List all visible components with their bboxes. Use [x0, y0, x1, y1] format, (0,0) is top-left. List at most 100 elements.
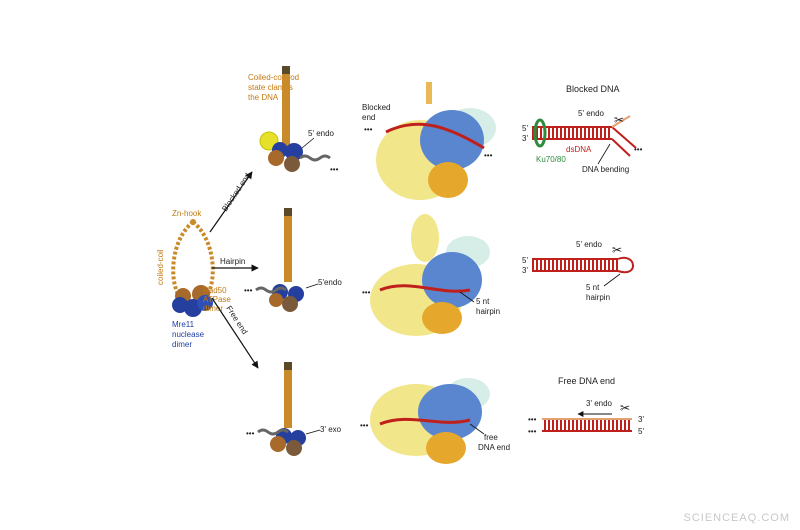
coiled-coil-rod	[284, 364, 292, 428]
dsdna-rungs	[532, 260, 618, 270]
pointer-line	[603, 273, 621, 287]
free-end-arrow	[211, 297, 259, 369]
free-dna-end-title: Free DNA end	[558, 376, 615, 386]
five-prime-endo-label: 5' endo	[578, 109, 605, 118]
rad50-head	[269, 293, 283, 307]
pointer-line	[469, 423, 485, 435]
coiled-coil-rod	[282, 68, 290, 148]
blocked-dna-title: Blocked DNA	[566, 84, 620, 94]
blocked-end-label: Blocked end	[362, 103, 393, 122]
ellipsis: •••	[484, 151, 493, 160]
ellipsis: •••	[364, 125, 373, 134]
three-prime-exo-label: 3' exo	[320, 425, 342, 434]
coiled-coil-loop	[171, 220, 215, 302]
ellipsis: •••	[634, 145, 643, 154]
dna-bending-label: DNA bending	[582, 165, 629, 174]
rad50-head	[270, 436, 286, 452]
coil-top	[426, 82, 432, 104]
five-prime-label: 5'	[638, 427, 644, 436]
rad50-head	[284, 156, 300, 172]
zn-hook-icon	[190, 219, 196, 225]
dsdna-label: dsDNA	[566, 145, 592, 154]
dsdna-top-strand	[542, 418, 632, 420]
cryoem-surface-blue	[422, 252, 482, 308]
cryoem-surface-orange	[428, 162, 468, 198]
pointer-line	[305, 429, 321, 435]
dsdna-top-strand	[532, 126, 612, 128]
five-prime-label: 5'	[522, 124, 528, 133]
dna-strand	[385, 122, 485, 150]
zn-hook-label: Zn-hook	[172, 209, 202, 218]
ellipsis: •••	[246, 429, 255, 438]
pointer-line	[301, 137, 315, 149]
ku70-80-ring	[533, 118, 547, 148]
ellipsis: •••	[528, 427, 537, 436]
mre11-label: Mre11 nuclease dimer	[172, 320, 206, 349]
cryoem-structure-hairpin: ••• 5 nt hairpin	[362, 214, 500, 336]
hairpin-loop	[617, 256, 634, 274]
dsdna-top-strand	[532, 258, 618, 260]
pointer-line	[305, 283, 319, 289]
dsdna-bottom-strand	[532, 270, 618, 272]
five-prime-endo-label: 5'endo	[318, 278, 342, 287]
mre11-nuclease-dimer	[172, 297, 188, 313]
scissors-icon: ✂	[614, 113, 624, 127]
dsdna-bottom-strand	[542, 430, 632, 432]
left-complex-model: Zn-hook coiled-coil Rad50 ATPase dimer M…	[156, 209, 233, 349]
blocked-end-label: Blocked end	[220, 172, 252, 214]
bent-dna	[611, 126, 637, 157]
free-end-label: Free end	[224, 304, 249, 336]
rad50-head	[268, 150, 284, 166]
three-prime-label: 3'	[522, 134, 528, 143]
dna-helix	[299, 154, 331, 162]
hairpin-label: 5 nt hairpin	[476, 297, 500, 316]
free-dna-end-label: free DNA end	[478, 433, 510, 452]
row1-clamp-model: Coiled-coil rod state clamps the DNA •••…	[248, 66, 339, 174]
schematic-blocked-dna: Blocked DNA 5' 3' ✂ 5' endo dsDNA Ku70/8…	[522, 84, 643, 174]
row2-hairpin-model: ••• 5'endo	[244, 208, 342, 312]
pointer-line	[597, 143, 611, 165]
cryoem-surface-orange	[426, 432, 466, 464]
hairpin-label: Hairpin	[220, 257, 245, 266]
rod-tip	[284, 208, 292, 216]
five-prime-label: 5'	[522, 256, 528, 265]
cryoem-structure-free-end: ••• free DNA end	[360, 378, 510, 464]
three-prime-label: 3'	[522, 266, 528, 275]
cryoem-surface-orange	[422, 302, 462, 334]
five-prime-endo-label: 5' endo	[576, 240, 603, 249]
coiled-coil-rod	[284, 210, 292, 282]
hairpin-label: 5 nt hairpin	[586, 283, 610, 302]
three-prime-label: 3'	[638, 415, 644, 424]
rad50-head	[286, 440, 302, 456]
mre11-nuclease-dimer	[197, 295, 213, 311]
rad50-label: Rad50 ATPase dimer	[203, 286, 233, 313]
ku70-80-label: Ku70/80	[536, 155, 566, 164]
ellipsis: •••	[362, 288, 371, 297]
rad50-head	[282, 296, 298, 312]
dna-strand	[379, 417, 471, 426]
bent-dna-overhang	[611, 115, 631, 128]
coiled-coil-label: coiled-coil	[156, 249, 165, 285]
watermark: SCIENCEAQ.COM	[683, 512, 790, 524]
ellipsis: •••	[244, 286, 253, 295]
cryoem-surface-yellow	[411, 214, 439, 262]
ellipsis: •••	[330, 165, 339, 174]
ellipsis: •••	[528, 415, 537, 424]
cryoem-structure-blocked: Blocked end ••• •••	[362, 82, 496, 200]
dsdna-rungs	[542, 420, 632, 430]
three-prime-endo-label: 3' endo	[586, 399, 613, 408]
cryoem-surface-blue	[420, 110, 484, 170]
schematic-hairpin: 5' endo ✂ 5' 3' 5 nt hairpin	[522, 240, 634, 302]
dsdna-bottom-strand	[532, 138, 612, 140]
scissors-icon: ✂	[612, 243, 622, 257]
schematic-free-end: Free DNA end 3' endo ✂ ••• ••• 3' 5'	[528, 376, 644, 436]
pointer-line	[459, 291, 475, 303]
dsdna-rungs	[532, 128, 612, 138]
branch-arrows: Blocked end Hairpin Free end	[209, 171, 259, 369]
ellipsis: •••	[360, 421, 369, 430]
dna-helix	[255, 286, 287, 294]
rod-tip	[284, 362, 292, 370]
dna-strand	[379, 284, 471, 293]
rod-tip	[282, 66, 290, 74]
